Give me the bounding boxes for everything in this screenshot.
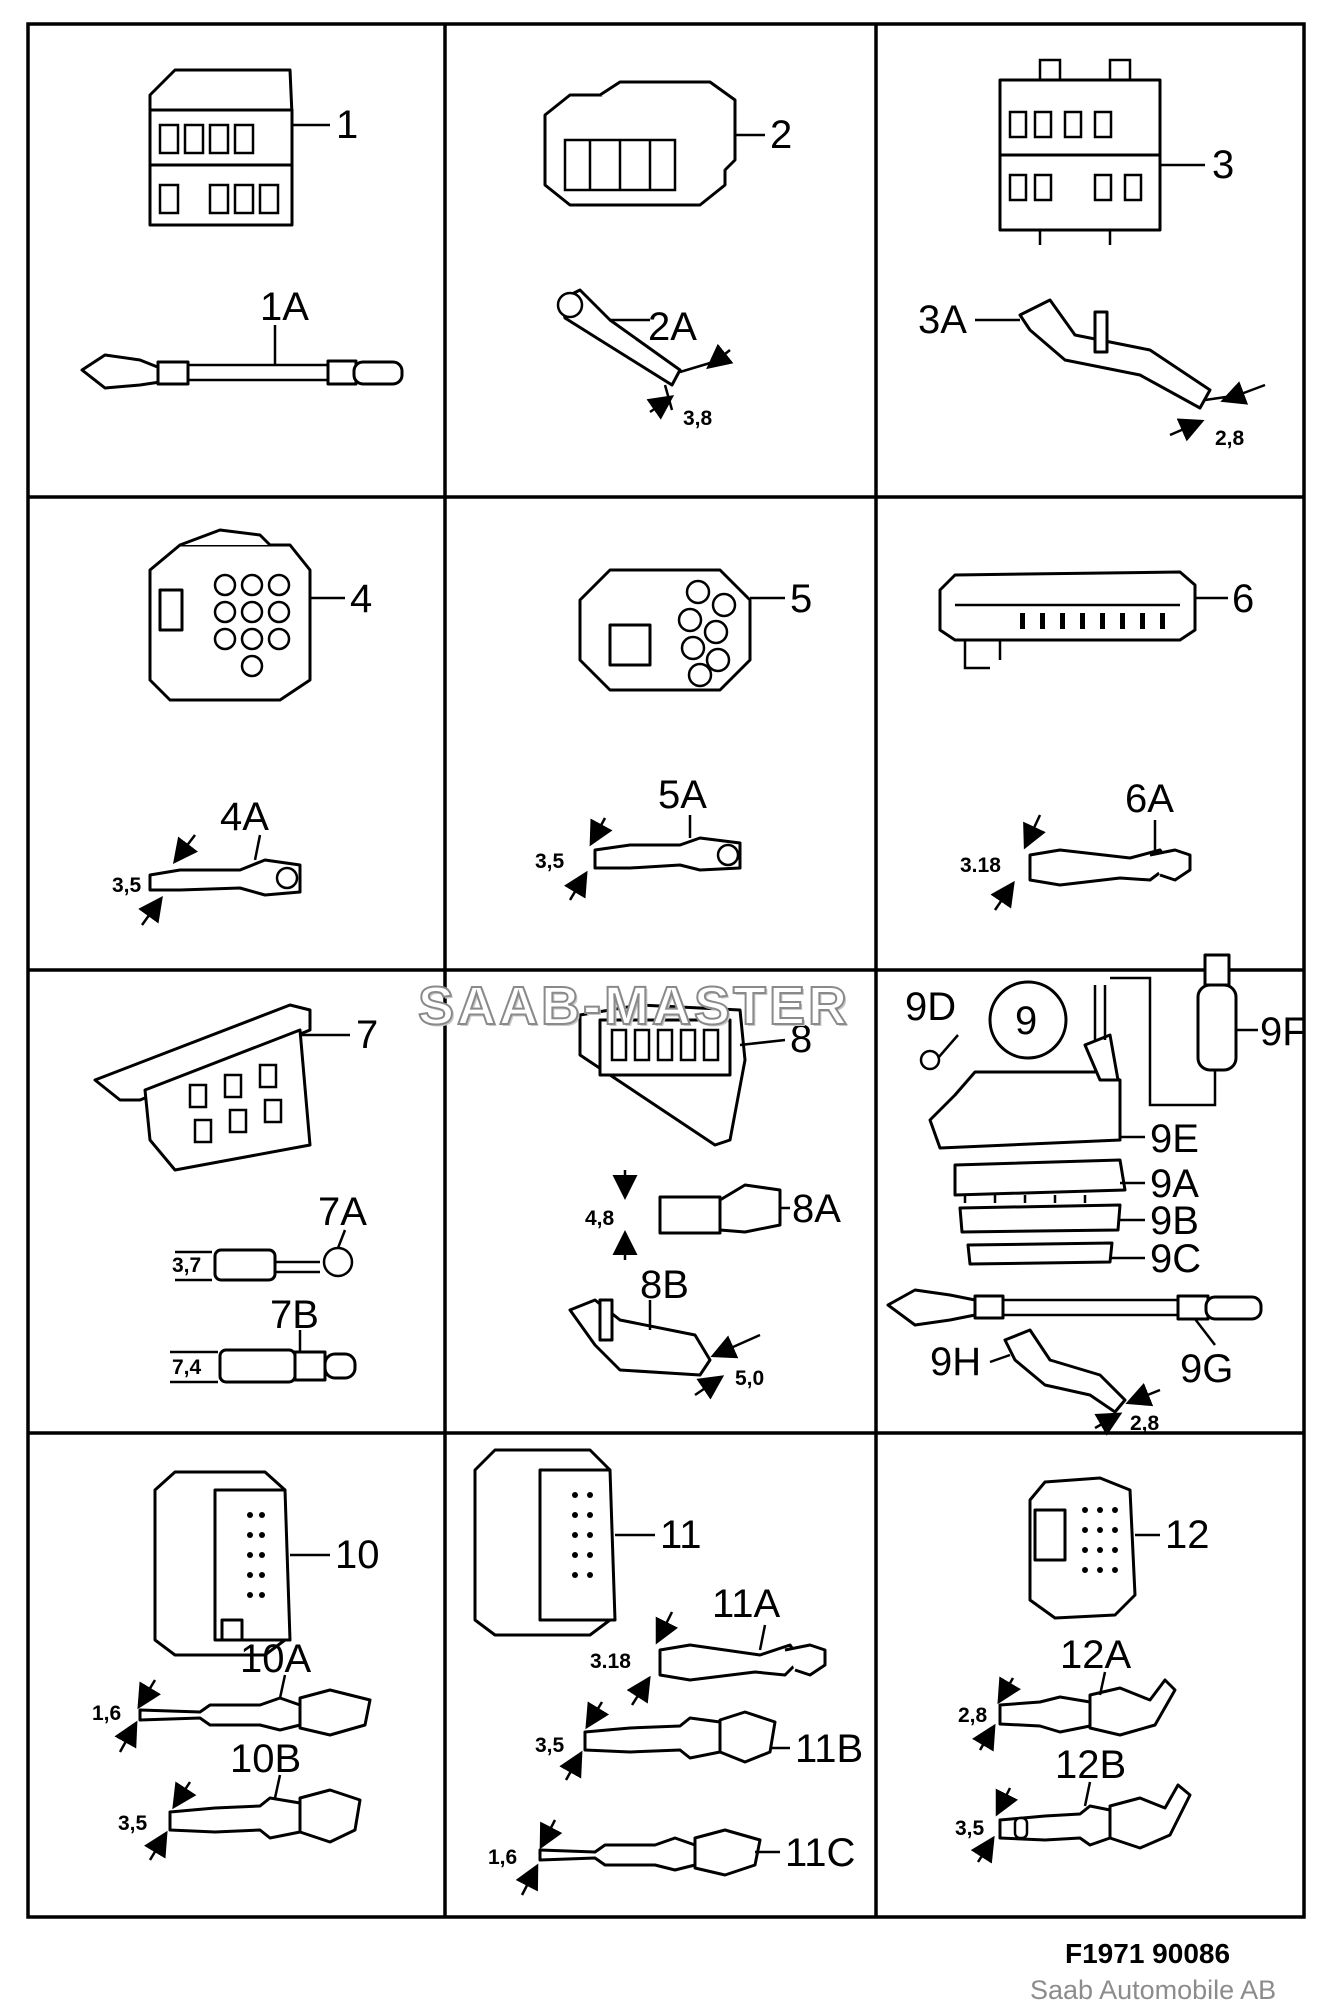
label-7: 7 xyxy=(356,1013,378,1057)
label-5a: 5A xyxy=(658,773,707,817)
watermark: SAAB-MASTER xyxy=(417,975,850,1037)
dim-10a: 1,6 xyxy=(92,1702,121,1725)
dim-4a: 3,5 xyxy=(112,874,142,897)
label-1: 1 xyxy=(336,103,358,147)
label-10: 10 xyxy=(335,1533,380,1577)
dim-12a: 2,8 xyxy=(958,1704,988,1727)
label-6a: 6A xyxy=(1125,777,1174,821)
terminal-8b xyxy=(568,1298,712,1377)
label-9b: 9B xyxy=(1150,1199,1199,1243)
label-9f: 9F xyxy=(1260,1010,1307,1054)
connector-6 xyxy=(938,570,1228,670)
terminal-7b xyxy=(218,1330,357,1384)
label-7b: 7B xyxy=(270,1293,319,1337)
label-4: 4 xyxy=(350,577,372,621)
dim-9h: 2,8 xyxy=(1130,1412,1160,1435)
label-2a: 2A xyxy=(648,305,697,349)
label-11a: 11A xyxy=(712,1582,781,1626)
connector-2 xyxy=(543,80,765,207)
label-9g: 9G xyxy=(1180,1347,1233,1391)
label-2: 2 xyxy=(770,113,792,157)
dim-6a: 3.18 xyxy=(960,854,1001,877)
dim-10b: 3,5 xyxy=(118,1812,148,1835)
label-9e: 9E xyxy=(1150,1117,1199,1161)
dim-2a: 3,8 xyxy=(683,407,713,430)
terminal-8a xyxy=(658,1183,790,1235)
label-3: 3 xyxy=(1212,143,1234,187)
label-9h: 9H xyxy=(930,1340,981,1384)
dim-8b: 5,0 xyxy=(735,1367,764,1390)
terminal-3a xyxy=(975,298,1241,410)
connector-12 xyxy=(1028,1476,1160,1620)
label-7a: 7A xyxy=(318,1190,367,1234)
terminal-11a xyxy=(658,1624,827,1682)
connector-11 xyxy=(473,1448,655,1637)
label-6: 6 xyxy=(1232,577,1254,621)
connector-7 xyxy=(93,1003,350,1172)
copyright-credit: Saab Automobile AB xyxy=(1030,1975,1277,2005)
grid-frame xyxy=(26,22,1306,1919)
label-8: 8 xyxy=(790,1017,812,1061)
label-12b: 12B xyxy=(1055,1743,1126,1787)
label-8b: 8B xyxy=(640,1263,689,1307)
terminal-1a xyxy=(80,325,404,390)
label-9c: 9C xyxy=(1150,1237,1201,1281)
label-12: 12 xyxy=(1165,1513,1210,1557)
terminal-10b xyxy=(168,1774,362,1844)
dim-11b: 3,5 xyxy=(535,1734,565,1757)
label-9: 9 xyxy=(1015,999,1037,1043)
terminal-7a xyxy=(213,1229,354,1282)
label-11c: 11C xyxy=(785,1831,855,1875)
connector-3 xyxy=(998,58,1205,245)
connector-10 xyxy=(153,1470,330,1657)
connector-9 xyxy=(919,953,1258,1266)
dim-3a: 2,8 xyxy=(1215,427,1245,450)
connector-1 xyxy=(148,68,330,227)
label-1a: 1A xyxy=(260,285,309,329)
terminal-9h xyxy=(989,1328,1127,1414)
dim-8a: 4,8 xyxy=(585,1207,615,1230)
terminal-12b xyxy=(998,1781,1192,1850)
dim-7a: 3,7 xyxy=(172,1254,201,1277)
label-11b: 11B xyxy=(795,1727,863,1771)
label-5: 5 xyxy=(790,577,812,621)
label-9d: 9D xyxy=(905,985,956,1029)
terminal-5a xyxy=(593,815,742,872)
label-12a: 12A xyxy=(1060,1633,1131,1677)
label-11: 11 xyxy=(660,1513,702,1557)
label-4a: 4A xyxy=(220,795,269,839)
label-8a: 8A xyxy=(792,1187,841,1231)
dim-12b: 3,5 xyxy=(955,1817,985,1840)
terminal-9g xyxy=(886,1288,1263,1346)
terminal-11b xyxy=(583,1710,790,1764)
dim-11a: 3.18 xyxy=(590,1650,631,1673)
terminal-10a xyxy=(138,1674,372,1737)
terminal-12a xyxy=(998,1671,1177,1737)
label-9a: 9A xyxy=(1150,1162,1199,1206)
connector-5 xyxy=(578,568,785,692)
dim-5a: 3,5 xyxy=(535,850,565,873)
terminal-6a xyxy=(1028,820,1192,887)
dim-7b: 7,4 xyxy=(172,1356,202,1379)
terminal-11c xyxy=(538,1828,780,1877)
label-10a: 10A xyxy=(240,1637,311,1681)
terminal-4a xyxy=(148,834,302,897)
connector-4 xyxy=(148,528,345,702)
dim-11c: 1,6 xyxy=(488,1846,517,1869)
connector-8 xyxy=(578,1003,786,1147)
figure-code: F1971 90086 xyxy=(1065,1938,1231,1969)
label-10b: 10B xyxy=(230,1737,301,1781)
label-3a: 3A xyxy=(918,298,967,342)
